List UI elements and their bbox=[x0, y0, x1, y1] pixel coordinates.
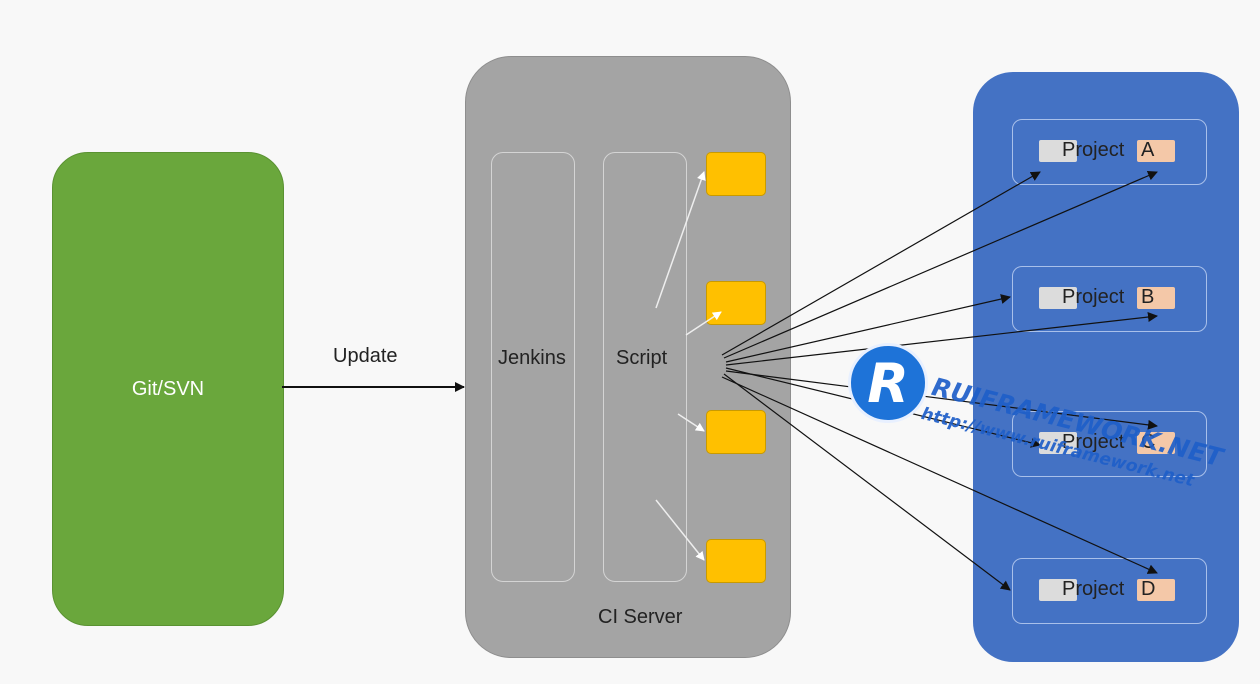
watermark-logo-letter: R bbox=[867, 351, 909, 415]
fanout-arrow bbox=[723, 373, 1011, 591]
project-pill bbox=[1039, 287, 1077, 309]
script-to-job-arrow bbox=[685, 311, 722, 336]
script-column bbox=[603, 152, 687, 582]
project-a-label: Project bbox=[1062, 139, 1125, 161]
project-b-letter: B bbox=[1141, 286, 1155, 308]
project-d-letter: D bbox=[1141, 578, 1156, 600]
job-block bbox=[706, 410, 766, 454]
project-card-a bbox=[1012, 119, 1207, 185]
project-c-letter: C bbox=[1141, 431, 1156, 453]
watermark-logo: R bbox=[848, 343, 928, 423]
project-pill bbox=[1039, 579, 1077, 601]
update-label: Update bbox=[333, 345, 398, 367]
project-a-letter: A bbox=[1141, 139, 1155, 161]
git-svn-label: Git/SVN bbox=[131, 377, 205, 400]
git-svn-box: Git/SVN bbox=[52, 152, 284, 626]
project-d-label: Project bbox=[1062, 578, 1125, 600]
fanout-arrow bbox=[725, 294, 1011, 363]
fanout-arrow bbox=[721, 376, 1158, 574]
job-block bbox=[706, 539, 766, 583]
project-pill bbox=[1137, 287, 1175, 309]
project-pill bbox=[1137, 140, 1175, 162]
project-pill bbox=[1137, 579, 1175, 601]
fanout-arrow bbox=[721, 171, 1041, 356]
fanout-arrow bbox=[725, 370, 1158, 430]
ci-server-label: CI Server bbox=[598, 606, 683, 628]
project-pill bbox=[1039, 140, 1077, 162]
script-to-job-arrow bbox=[677, 413, 705, 432]
project-c-label: Project bbox=[1062, 431, 1125, 453]
script-label: Script bbox=[616, 347, 668, 369]
script-to-job-arrow bbox=[655, 171, 706, 309]
jenkins-column bbox=[491, 152, 575, 582]
script-to-job-arrow bbox=[655, 499, 705, 561]
fanout-arrow bbox=[725, 312, 1158, 366]
project-card-d bbox=[1012, 558, 1207, 624]
jenkins-label: Jenkins bbox=[498, 347, 566, 369]
project-pill bbox=[1039, 432, 1077, 454]
project-pill bbox=[1137, 432, 1175, 454]
project-card-b bbox=[1012, 266, 1207, 332]
fanout-arrow bbox=[723, 170, 1158, 359]
project-card-c bbox=[1012, 411, 1207, 477]
job-block bbox=[706, 152, 766, 196]
project-b-label: Project bbox=[1062, 286, 1125, 308]
